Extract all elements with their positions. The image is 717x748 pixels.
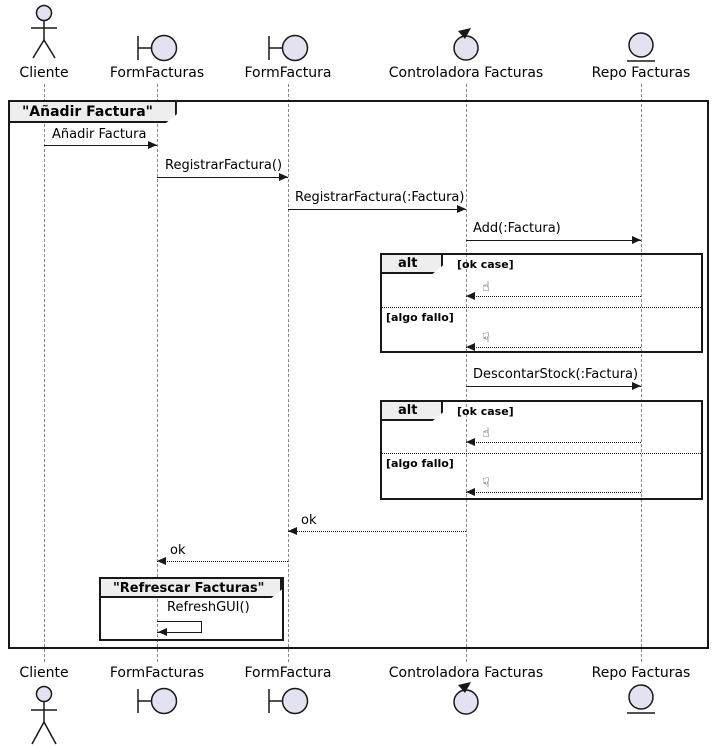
lifeline-formfacturas: [157, 84, 158, 662]
lifeline-repo-facturas: [641, 84, 642, 662]
participant-label-formfacturas: FormFacturas: [109, 65, 205, 81]
arrowhead-icon: [466, 343, 475, 351]
participant-label-formfacturas: FormFacturas: [109, 665, 205, 681]
participant-label-cliente: Cliente: [19, 65, 69, 81]
participant-label-repo: Repo Facturas: [591, 65, 691, 81]
alt-guard: [ok case]: [457, 258, 514, 271]
frame-anadir-factura: [8, 100, 709, 649]
self-message-loop: [157, 621, 202, 633]
arrowhead-icon: [157, 557, 166, 565]
message-label: ok: [170, 543, 186, 558]
participant-label-controladora: Controladora Facturas: [388, 665, 544, 681]
arrowhead-icon: [632, 236, 641, 244]
return-line: [466, 442, 641, 443]
alt-divider: [380, 453, 703, 454]
message-line: [157, 177, 288, 178]
entity-icon: [627, 32, 655, 62]
return-line: [466, 347, 641, 348]
boundary-icon: [137, 687, 178, 715]
actor-icon: [31, 685, 57, 745]
message-label: RegistrarFactura(:Factura): [295, 190, 465, 205]
return-line: [466, 492, 641, 493]
thumbs-up-icon: ☝: [482, 280, 490, 295]
participant-label-formfactura: FormFactura: [244, 65, 332, 81]
arrowhead-icon: [457, 205, 466, 213]
arrowhead-icon: [288, 527, 297, 535]
return-line: [288, 531, 466, 532]
alt-operator-tab: alt: [380, 253, 443, 274]
alt-guard: [ok case]: [457, 405, 514, 418]
participant-label-repo: Repo Facturas: [591, 665, 691, 681]
thumbs-down-icon: ☟: [482, 331, 490, 346]
inner-frame-title-tab: "Refrescar Facturas": [99, 577, 282, 598]
alt-guard: [algo fallo]: [386, 457, 454, 470]
entity-icon: [627, 684, 655, 714]
return-line: [157, 561, 288, 562]
control-icon: [453, 28, 479, 61]
arrowhead-icon: [466, 438, 475, 446]
lifeline-formfactura: [288, 84, 289, 662]
message-label: RefreshGUI(): [167, 600, 250, 615]
boundary-icon: [137, 34, 178, 62]
participant-label-cliente: Cliente: [19, 665, 69, 681]
message-line: [466, 386, 641, 387]
message-line: [288, 209, 466, 210]
thumbs-up-icon: ☝: [482, 426, 490, 441]
alt-operator-tab: alt: [380, 400, 443, 421]
message-label: RegistrarFactura(): [165, 158, 283, 173]
control-icon: [453, 682, 479, 715]
message-label: Añadir Factura: [52, 127, 147, 142]
arrowhead-icon: [466, 292, 475, 300]
thumbs-down-icon: ☟: [482, 476, 490, 491]
boundary-icon: [268, 34, 309, 62]
arrowhead-icon: [148, 141, 157, 149]
message-label: Add(:Factura): [473, 221, 561, 236]
alt-frame: [380, 253, 703, 353]
message-label: ok: [301, 513, 317, 528]
participant-label-controladora: Controladora Facturas: [388, 65, 544, 81]
return-line: [466, 296, 641, 297]
arrowhead-icon: [279, 173, 288, 181]
participant-label-formfactura: FormFactura: [244, 665, 332, 681]
message-label: DescontarStock(:Factura): [473, 367, 639, 382]
arrowhead-icon: [632, 382, 641, 390]
alt-frame: [380, 400, 703, 500]
message-line: [466, 240, 641, 241]
arrowhead-icon: [466, 488, 475, 496]
boundary-icon: [268, 687, 309, 715]
actor-icon: [31, 4, 57, 59]
arrowhead-icon: [158, 628, 167, 636]
alt-divider: [380, 307, 703, 308]
frame-title-tab: "Añadir Factura": [8, 100, 177, 123]
message-line: [44, 145, 157, 146]
lifeline-cliente: [44, 84, 45, 662]
lifeline-controladora-facturas: [466, 84, 467, 662]
alt-guard: [algo fallo]: [386, 311, 454, 324]
